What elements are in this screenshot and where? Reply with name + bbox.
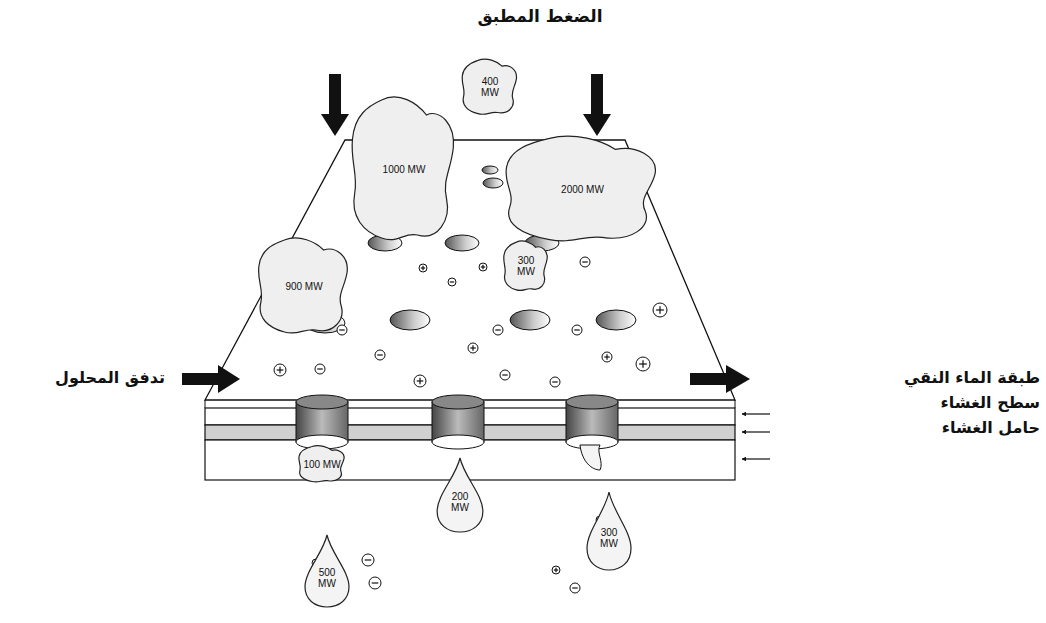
molecular-weight-label: 2000 MW	[561, 184, 604, 195]
ion-symbol	[414, 375, 426, 387]
ion-symbol	[500, 370, 510, 380]
ion-symbol	[362, 554, 374, 566]
ion-symbol	[572, 325, 582, 335]
layer-label: طبقة الماء النقي	[904, 368, 1040, 387]
solute-molecule: 100 MW	[297, 445, 347, 483]
ion-symbol	[580, 257, 590, 267]
flow-arrows	[182, 365, 750, 393]
solute-molecule: 2000 MW	[500, 134, 665, 244]
ion-symbol	[315, 364, 325, 374]
ion-symbol	[468, 343, 478, 353]
solute-molecule: 400 MW	[460, 58, 520, 116]
ion-symbol	[552, 566, 560, 574]
ion-symbol	[636, 357, 650, 371]
surface-pore	[390, 310, 430, 330]
surface-pore	[445, 235, 479, 251]
molecular-weight-label: 400 MW	[473, 76, 507, 98]
pressure-label: الضغط المطبق	[477, 6, 602, 26]
ion-symbol	[274, 364, 286, 376]
membrane-layers	[205, 400, 735, 480]
ion-symbol	[419, 264, 427, 272]
ion-symbol	[550, 377, 560, 387]
flow-label: تدفق المحلول	[55, 368, 165, 387]
surface-pore	[482, 166, 498, 174]
solute-molecule: 900 MW	[255, 236, 353, 336]
ion-symbol	[375, 350, 385, 360]
solute-molecule: 1000 MW	[348, 94, 460, 244]
ion-symbol	[653, 303, 667, 317]
layer-label: سطح الغشاء	[941, 393, 1040, 412]
molecular-weight-label: 900 MW	[285, 281, 322, 292]
ion-symbol	[602, 352, 612, 362]
ion-symbol	[479, 263, 487, 271]
surface-pore	[510, 310, 550, 330]
surface-pore	[483, 178, 503, 188]
molecular-weight-label: 1000 MW	[383, 164, 426, 175]
molecular-weight-label: 100 MW	[303, 459, 340, 470]
permeate-droplet: 500 MW	[302, 535, 352, 607]
surface-pore	[596, 310, 636, 330]
ion-symbol	[337, 325, 347, 335]
ion-symbol	[570, 583, 580, 593]
feed-surface	[205, 140, 735, 400]
ion-symbol	[448, 278, 456, 286]
molecular-weight-label: 300 MW	[593, 527, 625, 549]
ion-symbol	[493, 325, 503, 335]
molecular-weight-label: 200 MW	[444, 491, 476, 513]
layer-pointers	[742, 414, 770, 459]
layer-label: حامل الغشاء	[942, 418, 1040, 437]
molecular-weight-label: 500 MW	[311, 567, 343, 589]
molecular-weight-label: 300 MW	[510, 255, 542, 277]
permeate-droplet: 200 MW	[434, 458, 486, 532]
ion-symbol	[369, 577, 381, 589]
permeate-droplet: 300 MW	[584, 492, 634, 570]
solute-molecule: 300 MW	[502, 240, 550, 292]
